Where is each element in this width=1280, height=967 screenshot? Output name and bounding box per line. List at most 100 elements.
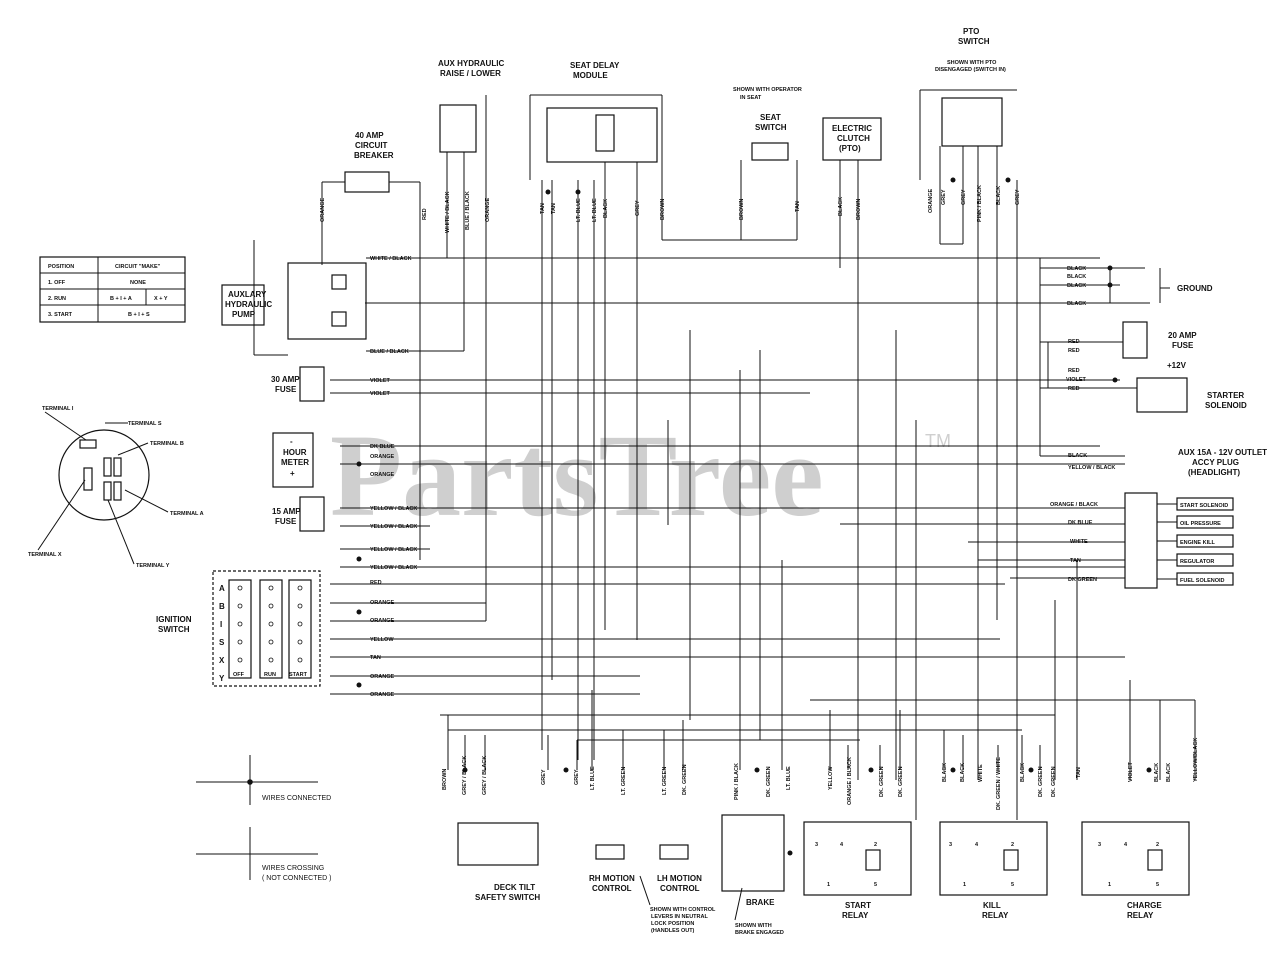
wire-labels-horizontal: WHITE / BLACK BLUE / BLACK BLACK BLACK B… (370, 256, 1115, 698)
wire-label: WHITE / BLACK (445, 191, 451, 233)
wire-label: DK. GREEN (898, 766, 904, 797)
pto-switch-2: SWITCH (958, 37, 990, 46)
wire-label: RED (370, 580, 382, 586)
pto-shown-2: DISENGAGED (SWITCH IN) (935, 67, 1006, 73)
wire-label: BLACK (1067, 274, 1086, 280)
wire-label: GREY (574, 769, 580, 785)
wire-label: LT. GREEN (662, 767, 668, 795)
wire-label: YELLOW / BLACK (370, 506, 417, 512)
relay-pin: 5 (1156, 882, 1159, 888)
wire-label: LT. BLUE (592, 198, 598, 222)
legend: WIRES CONNECTED WIRES CROSSING ( NOT CON… (262, 795, 331, 882)
wire-label: ORANGE / BLACK (847, 757, 853, 805)
hour-meter-2: HOUR (283, 448, 307, 457)
terminal-y: TERMINAL Y (136, 563, 170, 569)
legend-crossing-1: WIRES CROSSING (262, 865, 324, 872)
wire-label: LT. GREEN (621, 767, 627, 795)
breaker-1: 40 AMP (355, 131, 384, 140)
wire-label: BROWN (856, 199, 862, 220)
wire-label: DK. GREEN (682, 764, 688, 795)
relay-pin: 4 (975, 842, 979, 848)
starter-sol-2: SOLENOID (1205, 401, 1247, 410)
wire-label: BLACK (942, 763, 948, 782)
terminal-a: TERMINAL A (170, 511, 204, 517)
wire-label: TAN (551, 203, 557, 214)
wire-label: GREY / BLACK (482, 756, 488, 795)
wire-label: YELLOW / BLACK (1068, 465, 1115, 471)
relay-pin: 3 (815, 842, 818, 848)
wire-label: LT. BLUE (576, 198, 582, 222)
relay-pin: 4 (840, 842, 844, 848)
rh-motion-1: RH MOTION (589, 874, 635, 883)
wire-label: DK. GREEN (879, 766, 885, 797)
fuse20-1: 20 AMP (1168, 331, 1197, 340)
wire-label: RED (1068, 368, 1080, 374)
pto-switch-1: PTO (963, 27, 979, 36)
relay-pin: 4 (1124, 842, 1128, 848)
hour-meter-3: METER (281, 458, 309, 467)
wire-label: GREY (1015, 189, 1021, 205)
wire-label: GREY (941, 189, 947, 205)
aux-pump-3: PUMP (232, 310, 256, 319)
wire-label: ORANGE (320, 198, 326, 222)
wire-label: BROWN (442, 769, 448, 790)
seat-switch-2: SWITCH (755, 123, 787, 132)
wire-label: VIOLET (370, 391, 391, 397)
position-table: POSITION CIRCUIT "MAKE" 1. OFF NONE 2. R… (48, 264, 168, 318)
wire-label: TAN (370, 655, 381, 661)
ignition-row: I (220, 620, 222, 629)
wire-label: TAN (1076, 767, 1082, 778)
wire-label: BLACK (1067, 266, 1086, 272)
wire-label: BLACK (1154, 763, 1160, 782)
wire-label: YELLOW (828, 766, 834, 790)
wire-label: PINK / BLACK (734, 763, 740, 800)
wire-label: VIOLET (1128, 761, 1134, 782)
wire-label: ORANGE (370, 454, 394, 460)
motion-note-2: LEVERS IN NEUTRAL (651, 914, 708, 920)
kill-relay-2: RELAY (982, 911, 1009, 920)
ignition-2: SWITCH (158, 625, 190, 634)
deck-tilt-2: SAFETY SWITCH (475, 893, 540, 902)
wire-label: RED (1068, 339, 1080, 345)
table-cell: NONE (130, 280, 146, 286)
aux-outlet-1: AUX 15A - 12V OUTLET (1178, 448, 1267, 457)
wire-label: BLACK (1067, 283, 1086, 289)
fuse20-2: FUSE (1172, 341, 1194, 350)
shown-operator-1: SHOWN WITH OPERATOR (733, 87, 802, 93)
wire-label: YELLOW (370, 637, 394, 643)
table-cell: 1. OFF (48, 280, 66, 286)
ignition-pos-start: START (289, 672, 308, 678)
relay-pins: 3 4 2 1 5 3 4 2 1 5 3 4 2 1 5 (815, 842, 1159, 888)
engine-wire: WHITE (1070, 539, 1088, 545)
starter-sol-1: STARTER (1207, 391, 1244, 400)
ignition-row: X (219, 656, 225, 665)
wire-label: RED (1068, 348, 1080, 354)
wire-label: BLACK (603, 199, 609, 218)
watermark: PartsTree (330, 410, 824, 541)
wire-label: BLUE / BLACK (370, 349, 409, 355)
wire-label: GREY (961, 189, 967, 205)
aux-hyd-raise-label-2: RAISE / LOWER (440, 69, 501, 78)
hour-meter-1: - (290, 437, 293, 446)
wire-label: YELLOW / BLACK (370, 565, 417, 571)
wire-label: VIOLET (1066, 377, 1087, 383)
plus12v-label: +12V (1167, 361, 1187, 370)
engine-fuel-solenoid: FUEL SOLENOID (1180, 578, 1225, 584)
breaker-3: BREAKER (354, 151, 394, 160)
wire-label: ORANGE (370, 692, 394, 698)
junction-dots (247, 177, 1152, 856)
relay-pin: 3 (1098, 842, 1101, 848)
aux-pump-2: HYDRAULIC (225, 300, 272, 309)
wire-label: GREY / BLACK (462, 756, 468, 795)
rh-motion-2: CONTROL (592, 884, 632, 893)
shown-operator-2: IN SEAT (740, 95, 762, 101)
ignition-pos-run: RUN (264, 672, 276, 678)
fuse15-1: 15 AMP (272, 507, 301, 516)
table-header-position: POSITION (48, 264, 74, 270)
wire-label: BLACK (960, 763, 966, 782)
breaker-2: CIRCUIT (355, 141, 388, 150)
wire-label: LT. BLUE (786, 766, 792, 790)
component-labels: AUX HYDRAULIC RAISE / LOWER SEAT DELAY M… (156, 27, 1267, 936)
wire-label: DK BLUE (370, 444, 395, 450)
